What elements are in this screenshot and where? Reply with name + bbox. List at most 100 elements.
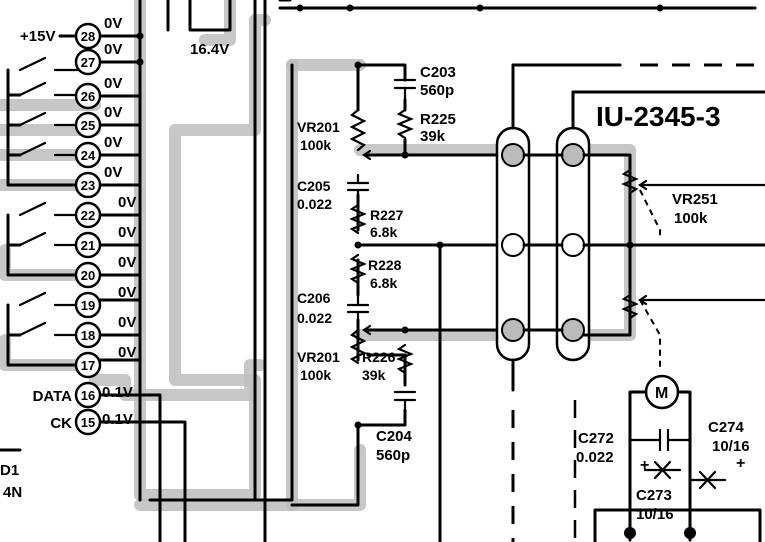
vr201a-ref: VR201 <box>297 119 340 135</box>
vr201b-ref: VR201 <box>297 349 340 365</box>
c203-capacitor <box>393 78 417 102</box>
r225-resistor <box>396 108 414 157</box>
vr201b-value: 100k <box>300 367 331 383</box>
c274-ref: C274 <box>708 419 745 436</box>
vr251-ref: VR251 <box>672 191 718 208</box>
vr201-upper-resistor <box>349 108 367 152</box>
pin-number-28: 28 <box>81 29 95 44</box>
pin-voltage-25: 0V <box>104 104 122 121</box>
pin-number-24: 24 <box>81 148 96 163</box>
c205-value: 0.022 <box>297 196 332 212</box>
polarity-plus-2: + <box>736 455 745 472</box>
partial-label-b: 4N <box>3 484 22 501</box>
c203-ref: C203 <box>420 64 456 81</box>
pin-number-19: 19 <box>81 298 95 313</box>
bottom-pins <box>624 527 696 539</box>
connector-pin-18 <box>74 321 102 349</box>
c273-value: 10/16 <box>636 506 674 523</box>
pin-labels: 28 0V 27 0V 26 0V 25 0V 24 0V 23 0V 22 0V 21 0V 20 0V 19 0V… <box>33 15 137 432</box>
c272-value: 0.022 <box>576 449 614 466</box>
pin-signal-16: DATA <box>33 388 73 405</box>
pin-signal-15: CK <box>50 415 72 432</box>
pin-voltage-24: 0V <box>104 134 122 151</box>
motor-symbol: M <box>655 385 668 402</box>
vr201a-value: 100k <box>300 137 331 153</box>
r228-ref: R228 <box>368 257 402 273</box>
vr201-lower-resistor <box>349 328 367 365</box>
pin-number-27: 27 <box>81 55 95 70</box>
partial-label-a: D1 <box>0 462 19 479</box>
pin-voltage-21: 0V <box>118 224 136 241</box>
c206-value: 0.022 <box>297 310 332 326</box>
connector-pins <box>74 22 102 436</box>
pin-number-26: 26 <box>81 89 95 104</box>
connector-pin-23 <box>74 171 102 199</box>
r226-resistor <box>396 343 414 387</box>
r227-ref: R227 <box>370 207 404 223</box>
connector-pin-21 <box>74 231 102 259</box>
pin-voltage-27: 0V <box>104 41 122 58</box>
r228-resistor <box>349 253 367 285</box>
pin-number-21: 21 <box>81 238 95 253</box>
pin-number-23: 23 <box>81 178 95 193</box>
c274-value: 10/16 <box>712 438 750 455</box>
pin-voltage-20: 0V <box>118 254 136 271</box>
pin-number-16: 16 <box>81 388 95 403</box>
pin-voltage-23: 0V <box>104 164 122 181</box>
pin-number-18: 18 <box>81 328 95 343</box>
pin-number-17: 17 <box>81 358 95 373</box>
connector-pin-25 <box>74 111 102 139</box>
r226-value: 39k <box>362 367 386 383</box>
connector-pin-20 <box>74 261 102 289</box>
pin-voltage-18: 0V <box>118 314 136 331</box>
connector-pin-15 <box>74 408 102 436</box>
c273-ref: C273 <box>636 487 672 504</box>
connector-pin-26 <box>74 82 102 110</box>
vr201-lower-wiper-arrow <box>362 324 377 336</box>
pin-voltage-15: 0.1V <box>102 411 133 428</box>
vr251-value: 100k <box>674 210 708 227</box>
c203-value: 560p <box>420 82 454 99</box>
motor-section <box>593 374 762 542</box>
c204-ref: C204 <box>376 428 413 445</box>
connector-pin-16 <box>74 381 102 409</box>
module-iu-2345-3 <box>495 63 765 392</box>
c206-capacitor <box>346 293 370 322</box>
r227-resistor <box>349 203 367 235</box>
polarity-plus-1: + <box>640 457 649 474</box>
module-dashed-boundary <box>511 63 765 542</box>
c204-capacitor <box>393 390 417 412</box>
c205-ref: C205 <box>297 178 331 194</box>
c205-capacitor <box>346 173 370 197</box>
r228-value: 6.8k <box>370 275 397 291</box>
r225-ref: R225 <box>420 111 456 128</box>
pin-voltage-26: 0V <box>104 75 122 92</box>
pin-number-25: 25 <box>81 118 95 133</box>
connector-pin-24 <box>74 141 102 169</box>
pin-voltage-16: 0.1V <box>102 384 133 401</box>
vr201-upper-wiper-arrow <box>362 149 377 161</box>
pin-voltage-28: 0V <box>104 15 122 32</box>
pin-number-20: 20 <box>81 268 95 283</box>
pin-voltage-17: 0V <box>118 344 136 361</box>
c204-value: 560p <box>376 447 410 464</box>
pin-voltage-19: 0V <box>118 284 136 301</box>
pin-number-22: 22 <box>81 208 95 223</box>
c206-ref: C206 <box>297 290 331 306</box>
pin-number-15: 15 <box>81 415 95 430</box>
connector-pin-19 <box>74 291 102 319</box>
module-name: IU-2345-3 <box>596 101 721 132</box>
r227-value: 6.8k <box>370 224 397 240</box>
junction-dots <box>136 4 664 429</box>
connector-pin-27 <box>74 48 102 76</box>
connector-pin-17 <box>74 351 102 379</box>
r225-value: 39k <box>420 128 446 145</box>
supply-label: +15V <box>20 28 55 45</box>
c272-ref: C272 <box>578 430 614 447</box>
vr251-potentiometer <box>621 168 765 370</box>
pin-voltage-22: 0V <box>118 194 136 211</box>
connector-pin-28 <box>74 22 102 50</box>
top-voltage-label: 16.4V <box>190 41 229 58</box>
